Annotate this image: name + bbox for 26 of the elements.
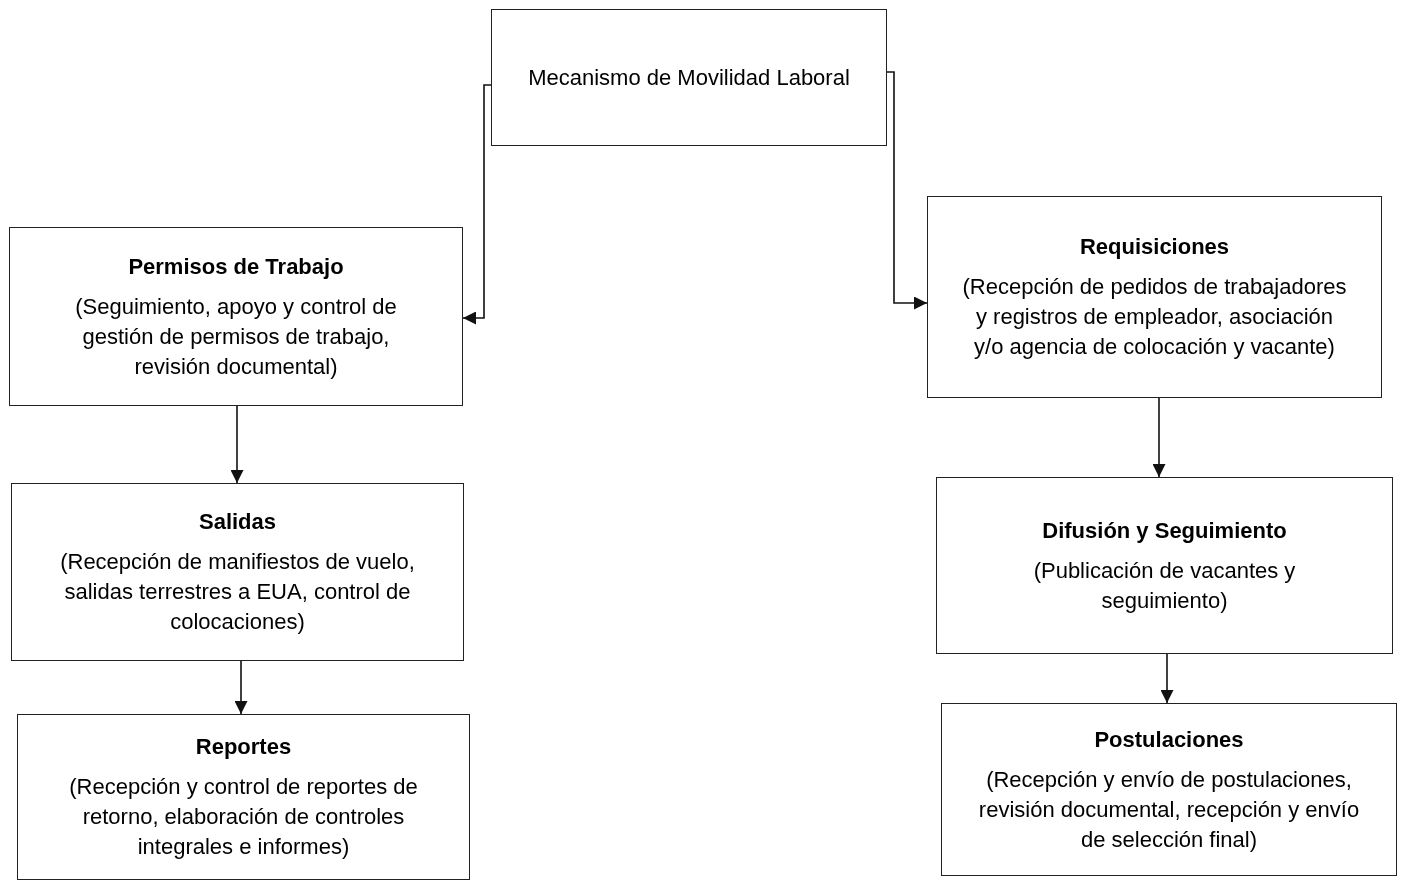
arrow: [1160, 653, 1174, 704]
process-box: [11, 483, 464, 661]
box-heading: Difusión y Seguimiento: [1042, 516, 1287, 545]
box-text: (Recepción de manifiestos de vuelo, salidas terrestres a EUA, control de colocaciones): [59, 548, 416, 636]
arrow: [230, 405, 244, 484]
process-box: [17, 714, 470, 880]
arrow: [886, 71, 928, 310]
process-box: [936, 477, 1393, 654]
box-text: (Recepción y envío de postulaciones, revisión documental, recepción y envío de selección final): [977, 765, 1361, 854]
arrow: [234, 660, 248, 715]
box-heading: Postulaciones: [1094, 725, 1244, 754]
box-text: (Recepción y control de reportes de retorno, elaboración de controles integrales e informes): [68, 773, 419, 861]
box-heading: Salidas: [198, 508, 276, 536]
box-text: Mecanismo de Movilidad Laboral: [528, 63, 850, 92]
process-box: [491, 9, 887, 146]
box-heading: Requisiciones: [1079, 233, 1230, 261]
box-text: (Recepción de pedidos de trabajadores y registros de empleador, asociación y/o agencia de colocación y vacante): [962, 273, 1347, 361]
box-text: (Publicación de vacantes y seguimiento): [1032, 556, 1297, 615]
process-box: [927, 196, 1382, 398]
box-heading: Reportes: [195, 733, 292, 761]
box-text: (Seguimiento, apoyo y control de gestión de permisos de trabajo, revisión documental): [74, 292, 398, 381]
process-box: [941, 703, 1397, 876]
process-box: [9, 227, 463, 406]
arrow: [462, 84, 492, 325]
arrow: [1152, 397, 1166, 478]
box-heading: Permisos de Trabajo: [128, 252, 344, 281]
